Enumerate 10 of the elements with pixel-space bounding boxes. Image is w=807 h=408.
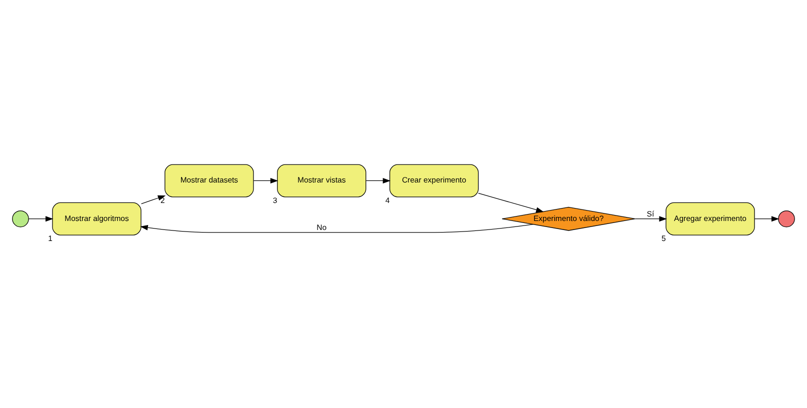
arrow xyxy=(140,224,534,233)
arrow xyxy=(634,216,667,222)
node-circle xyxy=(778,210,795,228)
arrow xyxy=(28,216,54,222)
arrow xyxy=(253,178,278,184)
arrow xyxy=(366,178,391,184)
arrow xyxy=(141,195,166,204)
arrow xyxy=(478,192,544,212)
arrow xyxy=(754,216,780,222)
node-circle xyxy=(12,210,29,228)
